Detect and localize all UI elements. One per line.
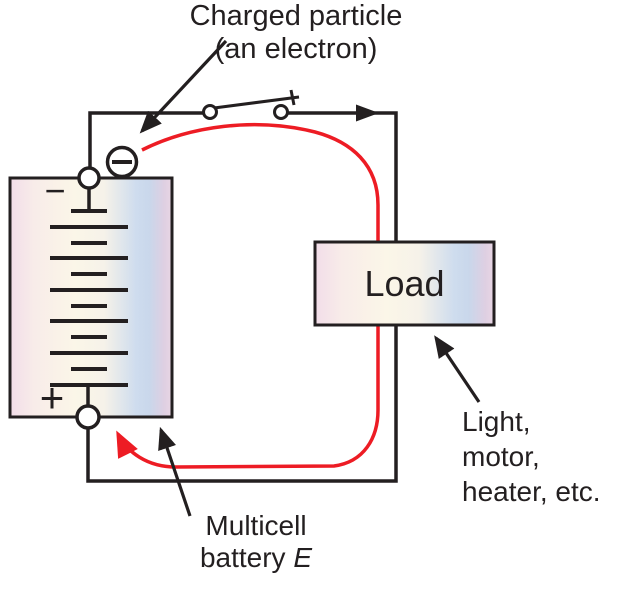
battery-box [8, 176, 174, 419]
load-examples-line1: Light, [462, 406, 531, 437]
battery-positive-terminal [75, 404, 101, 430]
wire-top-left [88, 111, 203, 168]
charged-particle-label: Charged particle (an electron) [150, 0, 442, 66]
switch-blade [213, 95, 300, 110]
switch-contact-left [202, 104, 218, 120]
switch-contact-right [273, 104, 289, 120]
multicell-battery-label-line1: Multicell [205, 510, 307, 541]
load-examples-line2: motor, [462, 441, 540, 472]
load-label: Load [364, 262, 445, 304]
battery-negative-terminal [77, 166, 101, 190]
battery-negative-sign: − [44, 170, 65, 211]
battery-emf-symbol: E [293, 542, 313, 573]
switch-blade-cross [289, 89, 296, 106]
electron-flow-path [116, 122, 380, 469]
load-examples-pointer [434, 335, 481, 403]
multicell-battery-label-line2: battery E [199, 542, 313, 573]
charged-particle-label-line1: Charged particle [189, 0, 403, 32]
battery-internal-wires [86, 187, 91, 407]
multicell-battery-pointer [158, 426, 192, 517]
load-box [313, 240, 496, 327]
charged-particle-pointer [139, 39, 228, 134]
load-examples-line3: heater, etc. [462, 476, 601, 507]
battery-cells [50, 209, 128, 387]
load-examples-label: Light, motor, heater, etc. [462, 404, 601, 509]
battery-positive-sign: + [40, 374, 65, 421]
multicell-battery-label: Multicell battery E [150, 510, 362, 574]
charged-particle-label-line2: (an electron) [214, 33, 378, 65]
current-direction-arrowhead [356, 104, 379, 122]
